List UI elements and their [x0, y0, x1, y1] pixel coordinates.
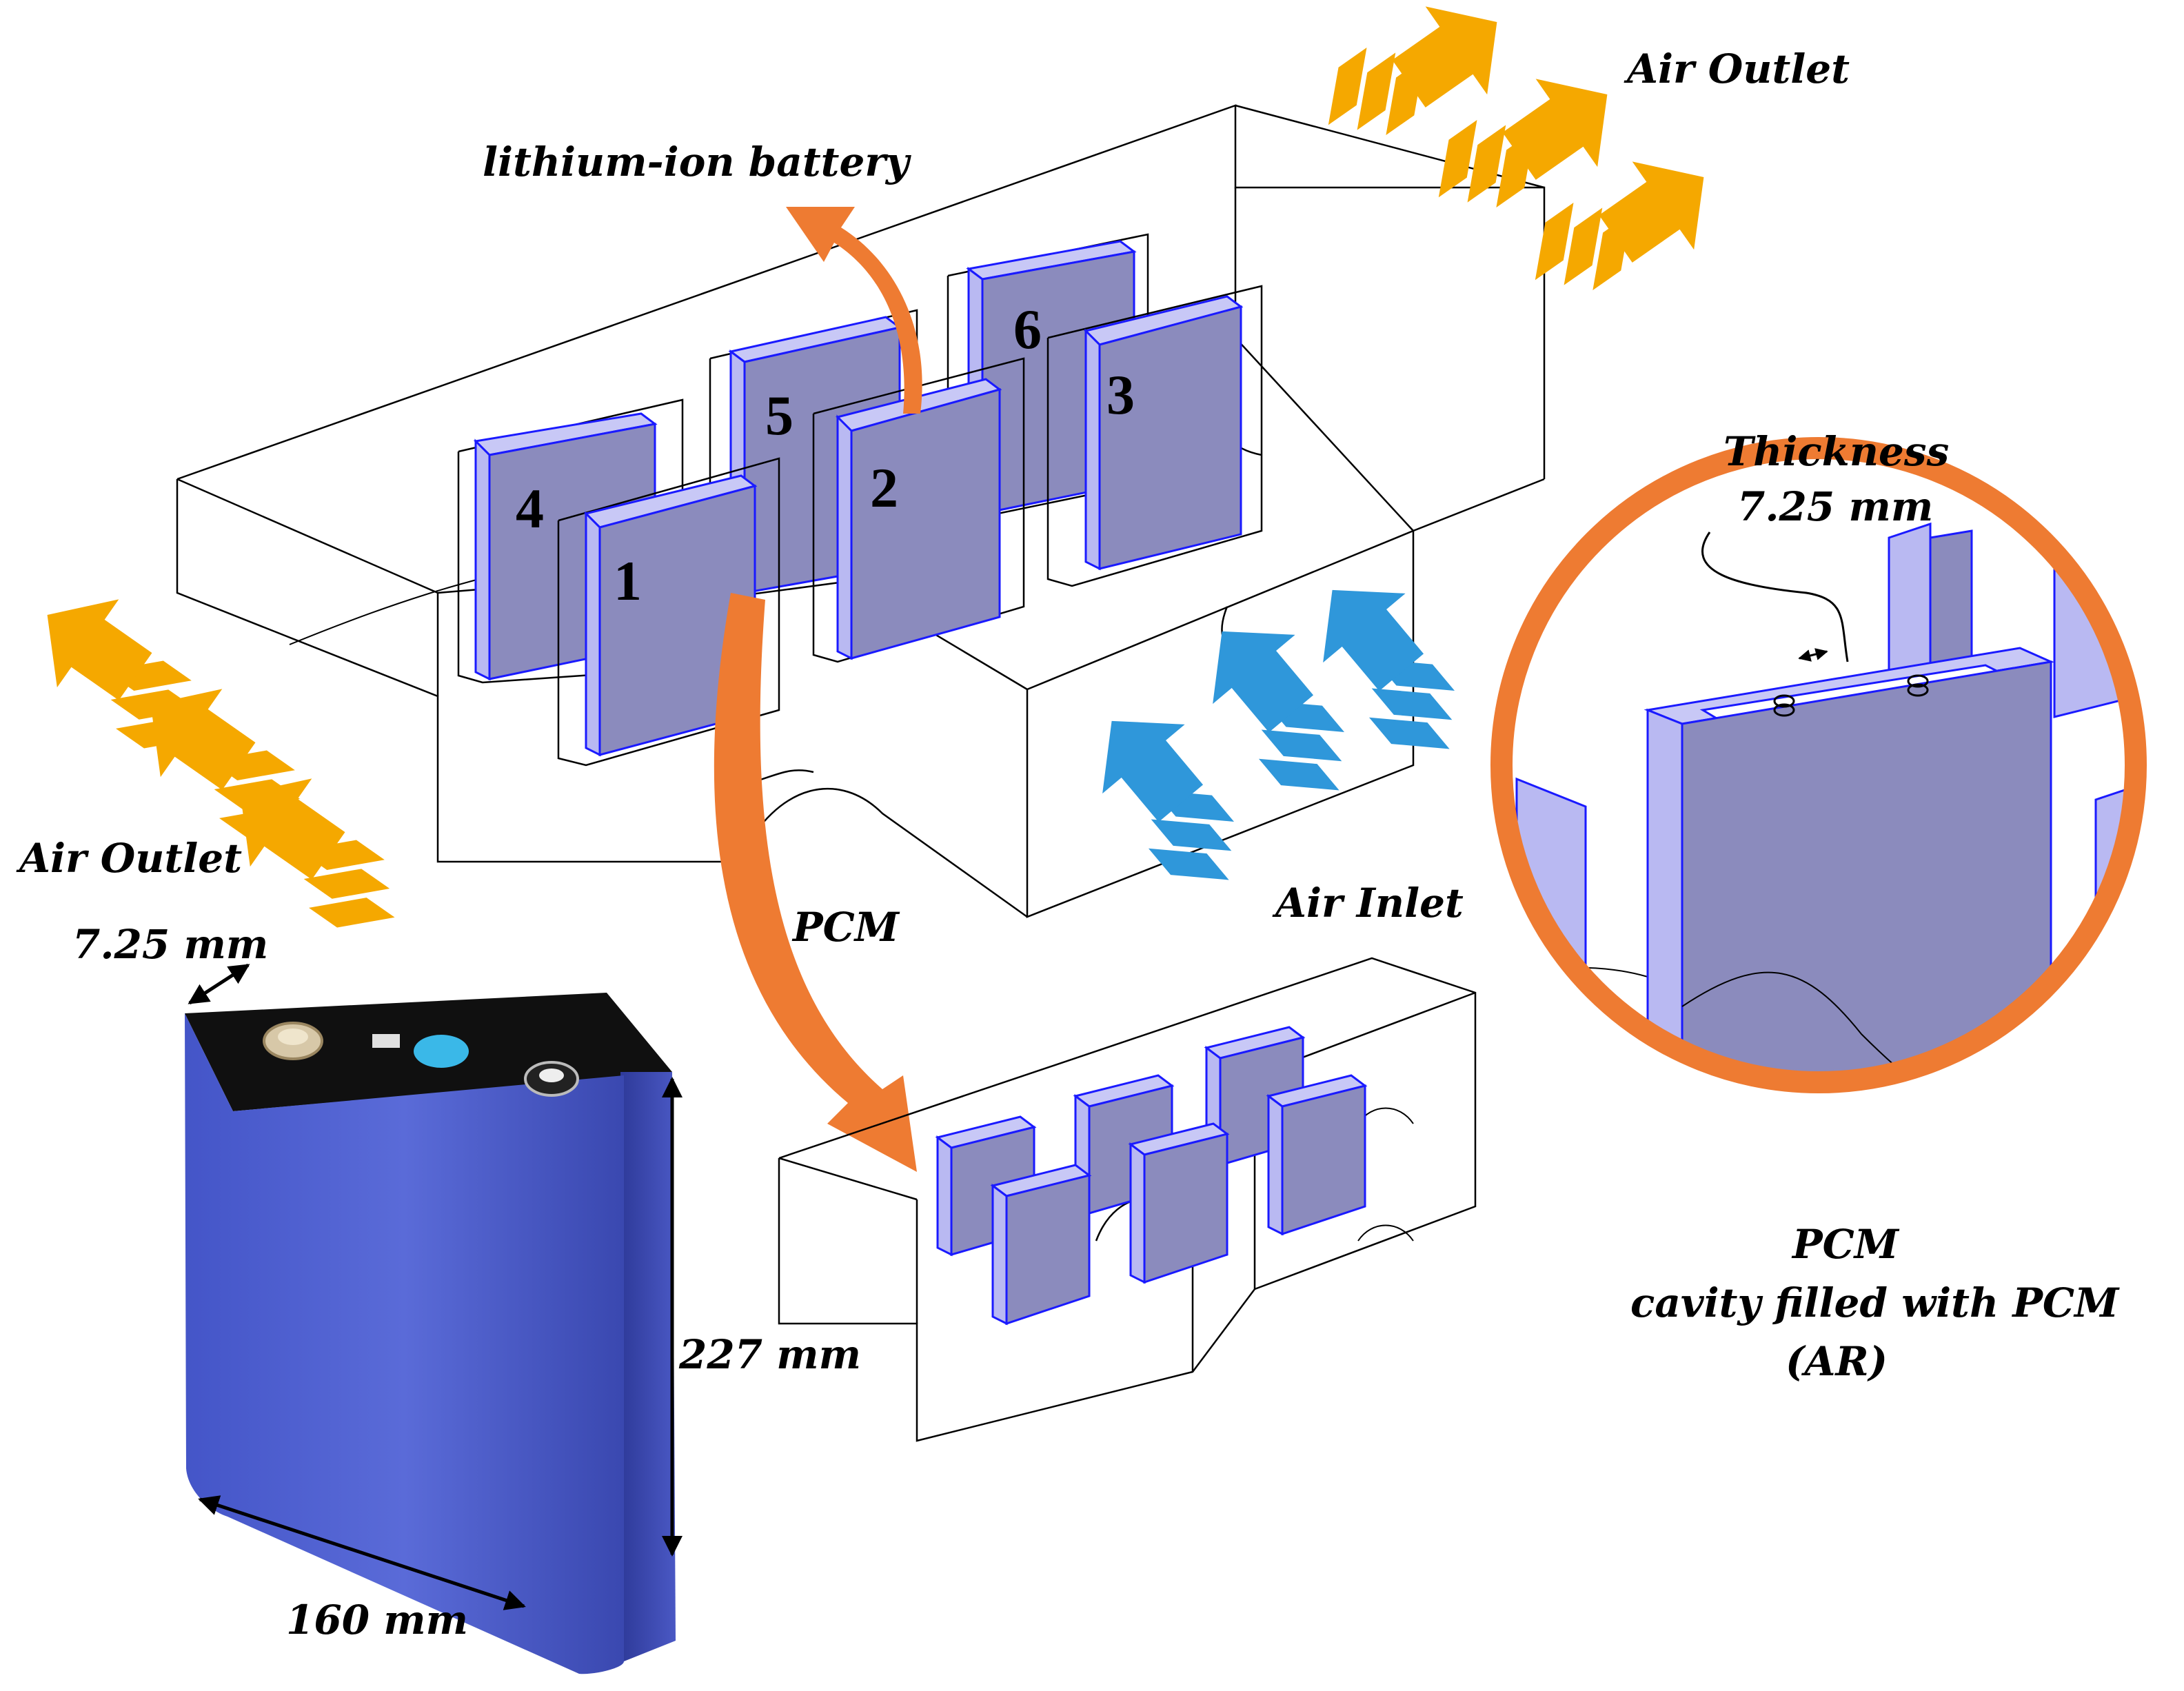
- magnifier-circle: [1490, 437, 2147, 1093]
- cell-label: 6: [1013, 298, 1042, 361]
- air-inlet-label: Air Inlet: [1272, 880, 1464, 926]
- pcm-zoom-desc: cavity filled with PCM: [1630, 1279, 2120, 1326]
- thickness-title: Thickness: [1723, 428, 1949, 475]
- dim-thickness-label: 7.25 mm: [72, 921, 268, 968]
- cell-label: 5: [765, 384, 793, 447]
- pcm-assembly-small: [778, 957, 1477, 1442]
- air-outlet-left-label: Air Outlet: [16, 835, 242, 882]
- air-outlet-top-label: Air Outlet: [1624, 45, 1850, 92]
- cell-group-main: 4 5 6 1: [457, 233, 1263, 767]
- battery-photo: [185, 993, 676, 1674]
- thickness-value: 7.25 mm: [1737, 483, 1933, 530]
- pcm-arrow-label: PCM: [791, 904, 900, 951]
- inlet-arrow-icon: [1102, 589, 1455, 880]
- small-cell: [1266, 1074, 1368, 1236]
- cell-3: 3: [1046, 285, 1263, 587]
- cell-1: 1: [557, 457, 780, 767]
- dim-height-label: 227 mm: [678, 1331, 861, 1378]
- curved-arrow-icon: [714, 207, 922, 1172]
- pcm-zoom-ar: (AR): [1786, 1338, 1888, 1385]
- lithium-ion-label: lithium-ion battery: [483, 139, 912, 185]
- dim-width-label: 160 mm: [286, 1597, 468, 1643]
- cell-label: 4: [516, 477, 544, 540]
- outlet-arrow-icon: [16, 571, 433, 951]
- cell-2: 2: [812, 357, 1025, 663]
- cell-label: 1: [614, 549, 642, 612]
- cell-label: 2: [870, 456, 898, 519]
- dimension-lines: [188, 963, 682, 1610]
- small-cell: [1128, 1122, 1230, 1284]
- pcm-zoom-title: PCM: [1791, 1221, 1900, 1268]
- small-cell: [990, 1164, 1092, 1326]
- cell-label: 3: [1106, 363, 1135, 426]
